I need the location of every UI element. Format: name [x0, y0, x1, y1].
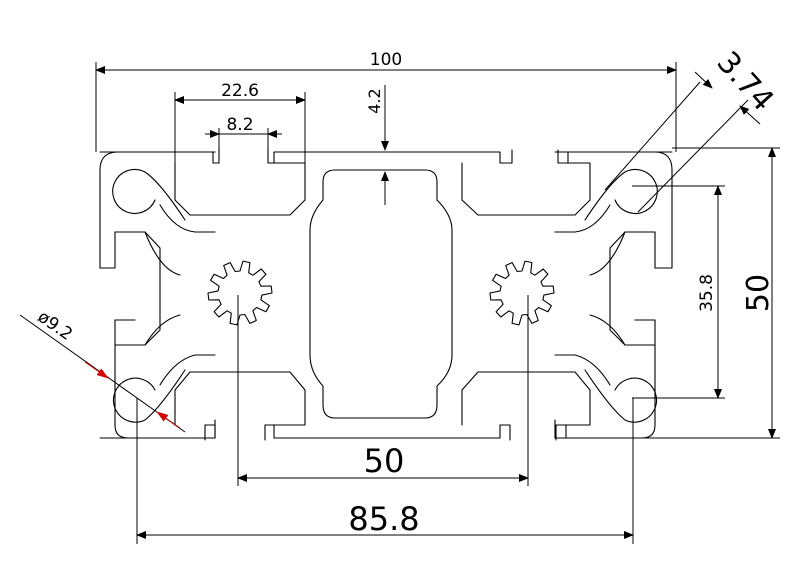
slot-left-bottom	[174, 371, 306, 426]
top-edge	[99, 147, 673, 164]
dim-slot-opening: 8.2	[226, 115, 253, 135]
profile-outline	[99, 147, 673, 441]
corner-bore-bottom-left	[112, 369, 186, 423]
web-right-upper	[554, 204, 626, 276]
corner-bore-top-left	[112, 168, 186, 221]
splined-bore-right	[489, 260, 555, 326]
dim-corner-fillet: 3.74	[710, 45, 781, 118]
slot-left-side	[114, 231, 161, 346]
dim-wall-thickness: 4.2	[365, 88, 384, 113]
slot-left-top	[174, 162, 306, 216]
web-left-lower	[144, 314, 216, 386]
center-cavity	[309, 169, 453, 419]
corner-bore-top-right	[584, 168, 658, 221]
dimension-lines	[19, 62, 780, 544]
dim-center-spacing: 50	[364, 442, 405, 480]
bottom-edge	[99, 424, 673, 441]
slot-right-top	[461, 162, 591, 216]
dim-bore-spacing-vertical: 35.8	[697, 274, 717, 312]
dim-overall-height: 50	[741, 274, 776, 312]
slot-right-bottom	[461, 371, 591, 426]
splined-bore-left	[207, 260, 273, 326]
slot-right-side	[609, 231, 656, 346]
outer-left-wall	[99, 151, 216, 439]
dim-bore-spacing-horizontal: 85.8	[348, 500, 419, 538]
dim-overall-width: 100	[370, 50, 402, 70]
web-left-upper	[144, 204, 216, 276]
dim-slot-top-width: 22.6	[221, 81, 259, 101]
corner-bore-bottom-right	[584, 369, 658, 423]
web-right-lower	[554, 314, 626, 386]
